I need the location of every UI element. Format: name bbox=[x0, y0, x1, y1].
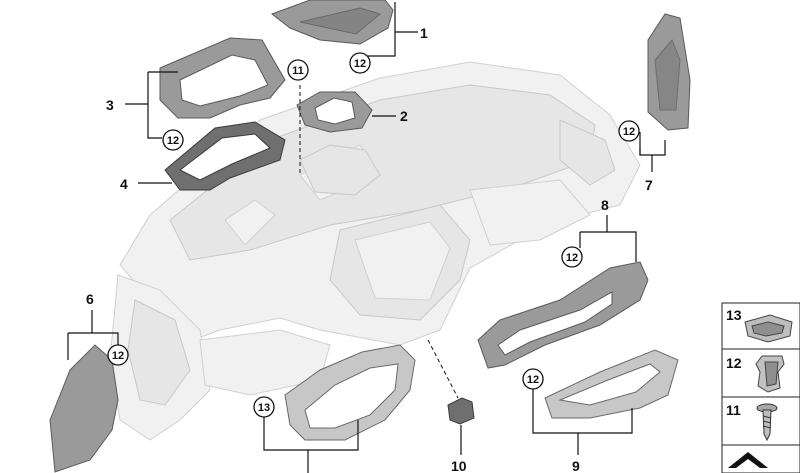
svg-text:12: 12 bbox=[112, 350, 124, 362]
circle-ref-12-top: 12 bbox=[349, 52, 371, 74]
callout-7: 7 bbox=[645, 177, 653, 193]
svg-text:12: 12 bbox=[623, 126, 635, 138]
arrow-icon bbox=[728, 452, 768, 468]
svg-text:12: 12 bbox=[354, 58, 366, 70]
circle-ref-12-right: 12 bbox=[618, 120, 640, 142]
callout-6: 6 bbox=[86, 291, 94, 307]
circle-ref-12-lower-right: 12 bbox=[522, 368, 544, 390]
part-6-trim bbox=[49, 344, 119, 473]
hud-ghost bbox=[299, 144, 381, 196]
dash-line-10 bbox=[427, 339, 459, 399]
circle-ref-12-left: 12 bbox=[162, 129, 184, 151]
svg-text:11: 11 bbox=[292, 65, 304, 77]
part-10-bracket bbox=[447, 397, 475, 425]
part-3-frame bbox=[159, 37, 286, 119]
callout-lines bbox=[67, 2, 666, 473]
callout-10: 10 bbox=[451, 458, 467, 473]
circle-ref-13-bottom: 13 bbox=[253, 396, 275, 418]
svg-text:12: 12 bbox=[527, 374, 539, 386]
screw-icon bbox=[756, 403, 778, 442]
legend-num-11: 11 bbox=[726, 402, 741, 418]
part-4-frame bbox=[164, 121, 286, 191]
part-5-trim bbox=[284, 344, 416, 441]
legend-num-13: 13 bbox=[726, 307, 742, 323]
callout-3: 3 bbox=[106, 97, 114, 113]
circle-ref-11-center: 11 bbox=[287, 59, 309, 81]
callout-8: 8 bbox=[601, 197, 609, 213]
legend-num-12: 12 bbox=[726, 355, 742, 371]
callout-9: 9 bbox=[572, 458, 580, 473]
circle-ref-12-lower-left: 12 bbox=[107, 344, 129, 366]
svg-text:12: 12 bbox=[167, 135, 179, 147]
part-8-trim bbox=[477, 261, 649, 369]
legend-panel: 13 12 11 bbox=[721, 302, 800, 473]
spring-clip-icon bbox=[755, 355, 785, 393]
callout-1: 1 bbox=[420, 25, 428, 41]
circle-ref-12-mid-right: 12 bbox=[561, 246, 583, 268]
part-7-trim bbox=[647, 13, 691, 131]
part-9-trim bbox=[544, 349, 679, 419]
svg-text:13: 13 bbox=[258, 402, 270, 414]
part-2-bezel bbox=[296, 91, 373, 133]
callout-2: 2 bbox=[400, 108, 408, 124]
callout-4: 4 bbox=[120, 176, 128, 192]
part-1-cover bbox=[270, 0, 394, 45]
clip-strip-icon bbox=[744, 314, 793, 343]
svg-text:12: 12 bbox=[566, 252, 578, 264]
